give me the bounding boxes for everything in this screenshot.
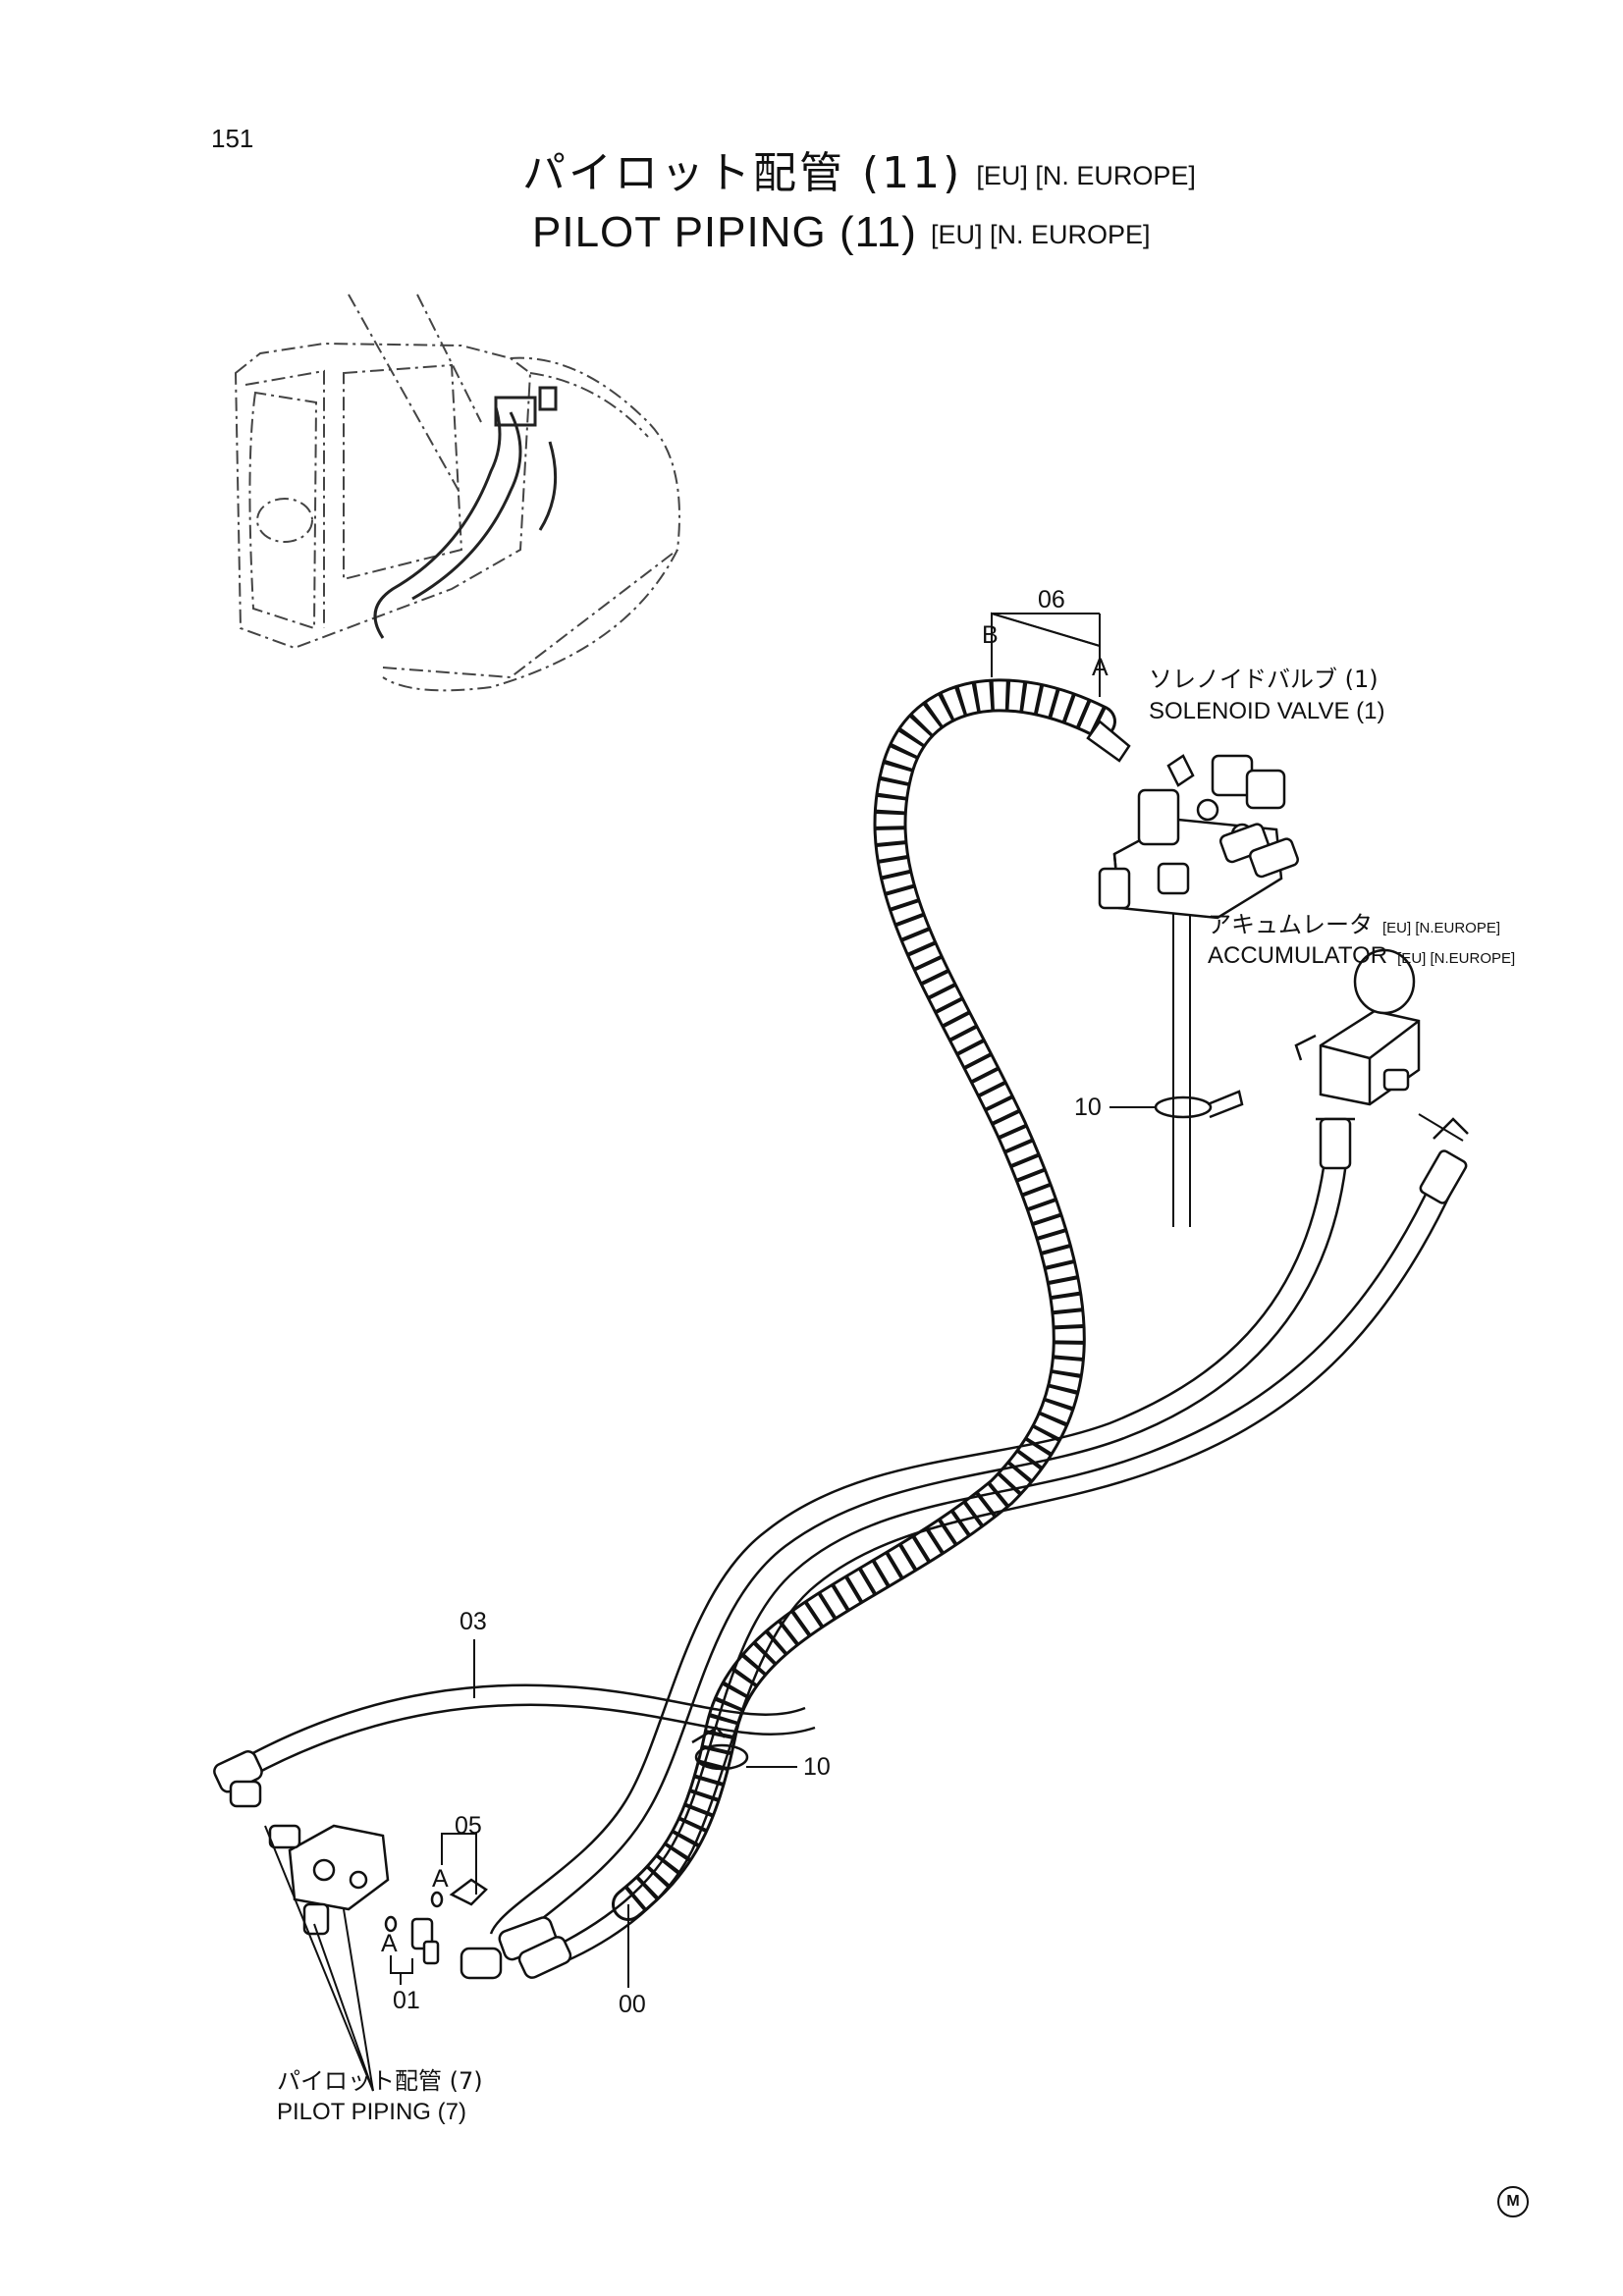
callout-b: B: [982, 621, 999, 649]
callout-01: 01: [393, 1987, 420, 2014]
solenoid-valve-drawing: [1086, 720, 1299, 920]
leader-lines: [264, 612, 1464, 2092]
callout-00: 00: [619, 1991, 646, 2018]
hose-06-corrugated: [612, 678, 1116, 1921]
m-mark-icon: M: [1497, 2186, 1529, 2217]
clamp-10-lower: [691, 1726, 749, 1771]
callout-06: 06: [1038, 586, 1065, 614]
callout-10-lower: 10: [803, 1753, 831, 1781]
callout-03: 03: [460, 1608, 487, 1635]
title-japanese-region-tag: [EU] [N. EUROPE]: [976, 160, 1196, 190]
title-english: PILOT PIPING (11) [EU] [N. EUROPE]: [532, 211, 1150, 254]
clamp-10-upper: [1154, 1090, 1244, 1119]
accumulator-label-jp: アキュムレータ [EU] [N.EUROPE]: [1208, 913, 1500, 936]
pilot-valve-block: [268, 1824, 488, 1965]
cab-internal-piping: [373, 386, 558, 639]
solenoid-valve-label-en: SOLENOID VALVE (1): [1149, 698, 1385, 724]
accumulator-label-jp-text: アキュムレータ: [1208, 911, 1373, 938]
pilot-piping-7-label-jp: パイロット配管 (7): [277, 2067, 483, 2095]
page-number: 151: [211, 124, 254, 153]
accumulator-label-jp-tag: [EU] [N.EUROPE]: [1382, 920, 1501, 936]
hose-fittings: [213, 1117, 1469, 1980]
solenoid-valve-label-jp: ソレノイドバルブ (1): [1149, 666, 1379, 693]
title-japanese-text: パイロット配管 (11): [522, 148, 963, 198]
callout-a-upper: A: [432, 1865, 449, 1893]
callout-a-top: A: [1092, 654, 1109, 681]
title-japanese: パイロット配管 (11)[EU] [N. EUROPE]: [522, 152, 1196, 195]
hose-00-03-smooth: [244, 1117, 1455, 1975]
pilot-piping-7-label-en: PILOT PIPING (7): [277, 2099, 466, 2125]
title-english-region-tag: [EU] [N. EUROPE]: [930, 219, 1151, 249]
callout-a-lower: A: [381, 1930, 398, 1957]
title-english-text: PILOT PIPING (11): [532, 208, 917, 256]
accumulator-label-en: ACCUMULATOR [EU] [N.EUROPE]: [1208, 944, 1515, 968]
callout-05: 05: [455, 1812, 482, 1840]
callout-10-upper: 10: [1074, 1094, 1102, 1121]
accumulator-label-en-text: ACCUMULATOR: [1208, 942, 1388, 969]
excavator-cab-illustration: [234, 294, 680, 692]
accumulator-drawing: [1294, 948, 1421, 1106]
accumulator-label-en-tag: [EU] [N.EUROPE]: [1397, 950, 1516, 967]
vertical-pilot-tube: [1172, 898, 1191, 1227]
